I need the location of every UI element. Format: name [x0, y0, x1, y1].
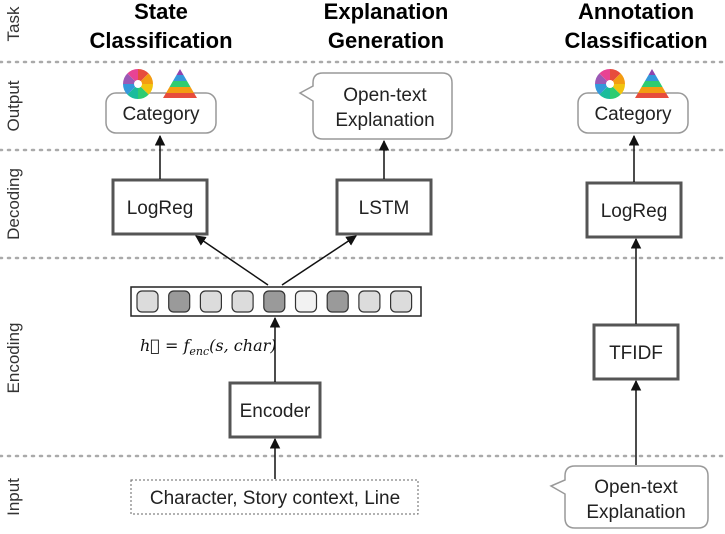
row-separators [0, 60, 725, 458]
task-explanation-line1: Explanation [324, 0, 449, 24]
logreg-left-label: LogReg [127, 198, 194, 219]
vector-cell [294, 290, 318, 313]
category-box-right [577, 92, 689, 134]
vector-cell [263, 290, 286, 313]
row-labels: Task Output Decoding Encoding Input [4, 6, 23, 516]
vector-cell [199, 290, 222, 313]
vector-cell [168, 290, 191, 313]
color-wheel-icon [123, 69, 153, 99]
hidden-vector-cells [136, 290, 413, 313]
task-state-line1: State [134, 0, 188, 24]
row-label-decoding: Decoding [4, 168, 23, 240]
output-annotation-category: Category [577, 69, 689, 134]
row-label-encoding: Encoding [4, 323, 23, 394]
row-label-task: Task [4, 6, 23, 41]
vector-cell [231, 290, 254, 313]
vector-cell [358, 290, 381, 313]
category-label-left: Category [122, 104, 200, 125]
category-label-right: Category [594, 104, 672, 125]
decoder-lstm: LSTM [335, 178, 433, 236]
decoder-logreg-right: LogReg [585, 181, 683, 239]
vector-cell [136, 290, 159, 313]
input-context-box [130, 479, 419, 515]
task-explanation-line2: Generation [328, 28, 444, 53]
formula-subscript: enc [189, 345, 209, 358]
lstm-label: LSTM [359, 198, 410, 219]
task-annotation-line2: Classification [564, 28, 707, 53]
hidden-vector [130, 286, 422, 317]
arrow-vector-to-lstm [281, 235, 357, 286]
output-open-text-explanation: Open-text Explanation [298, 72, 453, 140]
pyramid-icon [163, 69, 197, 98]
input-open-text-explanation: Open-text Explanation [549, 465, 709, 529]
row-label-output: Output [4, 80, 23, 131]
input-context-label: Character, Story context, Line [150, 488, 400, 509]
task-annotation-line1: Annotation [578, 0, 694, 24]
encoder-label: Encoder [240, 401, 311, 422]
vector-cell [390, 290, 413, 313]
vector-cell [326, 290, 349, 313]
output-state-category: Category [105, 69, 217, 134]
logreg-right-label: LogReg [601, 201, 668, 222]
tfidf-label: TFIDF [609, 343, 663, 364]
explanation-input-line1: Open-text [594, 477, 678, 498]
input-context: Character, Story context, Line [130, 479, 419, 515]
arrow-vector-to-logreg [195, 235, 269, 286]
speech-bubble-input [549, 465, 709, 529]
explanation-output-line1: Open-text [343, 85, 427, 106]
encoder-formula: h⃗ = fenc(s, char) [140, 336, 277, 358]
task-titles: State Classification Explanation Generat… [89, 0, 707, 53]
arrows [154, 134, 642, 479]
tfidf-box: TFIDF [592, 323, 680, 381]
explanation-input-line2: Explanation [586, 502, 685, 523]
row-label-input: Input [4, 478, 23, 516]
color-wheel-icon [595, 69, 625, 99]
speech-bubble-output [298, 72, 453, 140]
pyramid-icon [635, 69, 669, 98]
encoder-box: Encoder [228, 381, 322, 439]
formula-head: h⃗ = f [140, 336, 192, 355]
category-box-left [105, 92, 217, 134]
task-state-line2: Classification [89, 28, 232, 53]
decoder-logreg-left: LogReg [111, 178, 209, 236]
formula-args: (s, char) [209, 336, 276, 355]
explanation-output-line2: Explanation [335, 110, 434, 131]
